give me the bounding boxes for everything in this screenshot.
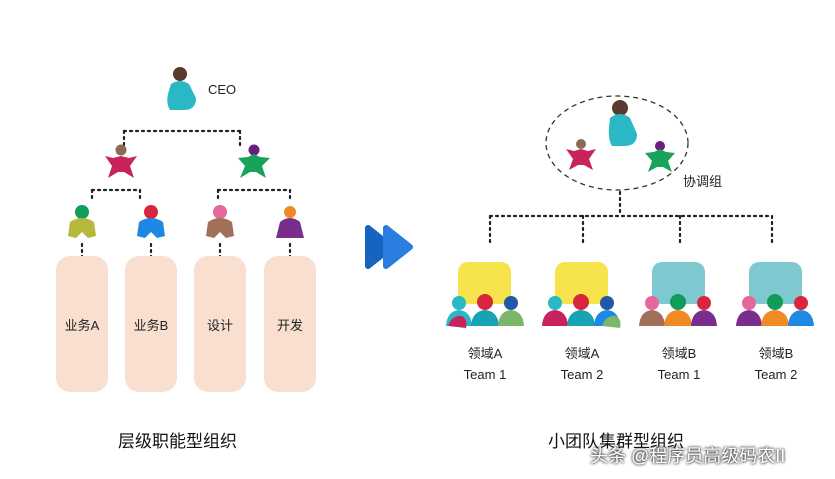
column-label: 业务B [133, 317, 169, 333]
team-cluster-icon [446, 262, 524, 328]
manager-figure-icon [238, 144, 270, 178]
team-label-2: 领域A Team 2 [537, 343, 627, 385]
column-label: 业务A [64, 317, 100, 333]
team-cluster-icon [542, 262, 621, 328]
team-domain: 领域B [758, 346, 794, 361]
staff-figure-icon [276, 206, 304, 238]
function-column-2: 业务B [125, 256, 177, 392]
team-name: Team 2 [560, 367, 604, 382]
coordination-group-ellipse [545, 95, 689, 191]
column-label: 开发 [276, 317, 303, 333]
function-column-4: 开发 [264, 256, 316, 392]
column-label: 设计 [206, 317, 233, 333]
function-column-3: 设计 [194, 256, 246, 392]
coordinator-figure-icon [645, 141, 675, 172]
team-domain: 领域B [661, 346, 697, 361]
manager-connectors [90, 188, 292, 202]
left-caption: 层级职能型组织 [118, 432, 237, 452]
transition-arrow-icon [365, 225, 413, 269]
team-cluster-icon [736, 262, 814, 326]
team-label-1: 领域A Team 1 [440, 343, 530, 385]
team-label-3: 领域B Team 1 [634, 343, 724, 385]
staff-figure-icon [206, 205, 234, 238]
team-name: Team 2 [754, 367, 798, 382]
team-name: Team 1 [657, 367, 701, 382]
coordination-group-label: 协调组 [683, 174, 723, 189]
staff-figure-icon [137, 205, 165, 238]
team-label-4: 领域B Team 2 [731, 343, 821, 385]
team-connectors [488, 190, 774, 248]
column-connectors [80, 242, 292, 266]
ceo-connectors [122, 129, 242, 147]
team-domain: 领域A [467, 346, 503, 361]
team-cluster-icon [639, 262, 717, 326]
team-domain: 领域A [564, 346, 600, 361]
manager-figure-icon [105, 144, 137, 178]
ceo-label: CEO [208, 82, 237, 97]
coordinator-figure-icon [608, 100, 637, 146]
right-caption: 小团队集群型组织 [548, 432, 684, 452]
function-column-1: 业务A [56, 256, 108, 392]
watermark: 头条 @程序员高级码农II [590, 446, 786, 466]
staff-figure-icon [68, 205, 96, 238]
coordinator-figure-icon [566, 139, 596, 170]
team-name: Team 1 [463, 367, 507, 382]
ceo-figure-icon [167, 67, 196, 110]
